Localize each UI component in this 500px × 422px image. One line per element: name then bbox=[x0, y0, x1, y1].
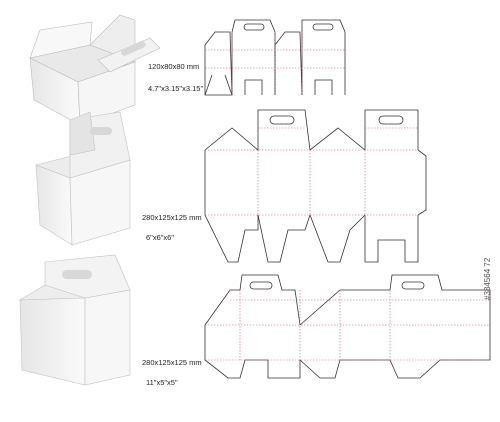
dieline-3 bbox=[204, 274, 491, 379]
box-render-2 bbox=[35, 111, 132, 246]
spec-3-size-in: 11"x5"x5" bbox=[146, 378, 178, 387]
box-render-3 bbox=[18, 254, 131, 386]
spec-2-size-mm: 280x125x125 mm bbox=[142, 213, 202, 222]
watermark-id: #384564 72 bbox=[483, 257, 492, 300]
spec-1-size-mm: 120x80x80 mm bbox=[148, 62, 200, 71]
dieline-1 bbox=[204, 19, 346, 96]
spec-3-size-mm: 280x125x125 mm bbox=[142, 358, 202, 367]
spec-2-size-in: 6"x6"x6" bbox=[146, 233, 175, 242]
spec-1-size-in: 4.7"x3.15"x3.15" bbox=[148, 84, 204, 93]
dieline-2 bbox=[204, 109, 427, 263]
box-render-1 bbox=[29, 14, 161, 126]
